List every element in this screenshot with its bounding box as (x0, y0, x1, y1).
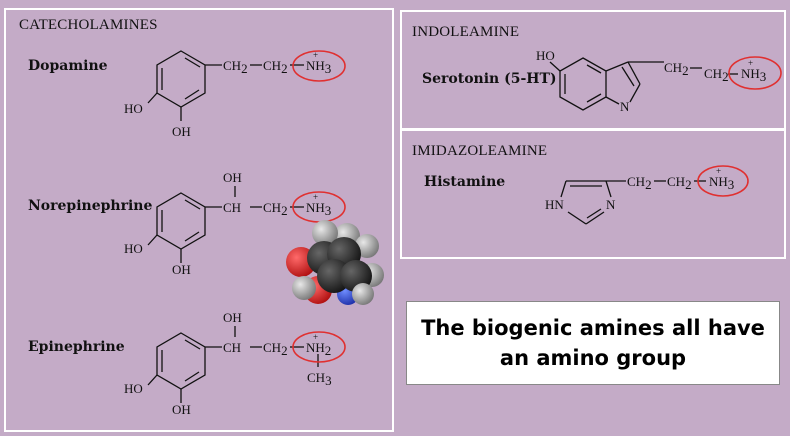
dopamine-label: Dopamine (28, 58, 108, 74)
catecholamines-header: CATECHOLAMINES (19, 17, 158, 33)
ch2-group: CH2 (667, 174, 692, 192)
norepinephrine-label: Norepinephrine (28, 198, 153, 214)
amine-circle (292, 331, 346, 363)
imidazoleamine-header: IMIDAZOLEAMINE (412, 143, 548, 159)
ch-group: CH (223, 200, 241, 215)
amine-group: NH3 (306, 200, 331, 218)
methyl-group: CH3 (307, 370, 332, 388)
hydroxyl-label: OH (172, 402, 191, 417)
charge-plus: + (313, 50, 318, 60)
callout-line-2: an amino group (499, 346, 687, 370)
hydroxyl-label: HO (536, 48, 555, 63)
catecholamines-panel (4, 8, 394, 432)
amine-group: NH3 (741, 66, 766, 84)
hydroxyl-label: OH (172, 124, 191, 139)
serotonin-label: Serotonin (5-HT) (422, 71, 557, 87)
callout-line-1: The biogenic amines all have (421, 316, 765, 340)
indoleamine-header: INDOLEAMINE (412, 24, 520, 40)
ch-group: CH (223, 340, 241, 355)
hydroxyl-label: OH (223, 170, 242, 185)
hydroxyl-label: OH (223, 310, 242, 325)
ch2-group: CH2 (704, 66, 729, 84)
ring-nitrogen: N (606, 197, 616, 212)
epinephrine-label: Epinephrine (28, 339, 125, 355)
amine-group: NH2 (306, 340, 331, 358)
charge-plus: + (313, 332, 318, 342)
summary-callout: The biogenic amines all have an amino gr… (406, 301, 780, 385)
hydroxyl-label: OH (172, 262, 191, 277)
ch2-group: CH2 (627, 174, 652, 192)
hydroxyl-label: HO (124, 101, 143, 116)
ring-nitrogen: N (620, 99, 630, 114)
ch2-group: CH2 (664, 60, 689, 78)
amine-circle (697, 165, 749, 197)
ring-nitrogen-h: HN (545, 197, 564, 212)
charge-plus: + (748, 58, 753, 68)
charge-plus: + (313, 192, 318, 202)
ch2-group: CH2 (263, 340, 288, 358)
histamine-label: Histamine (424, 174, 506, 190)
amine-group: NH3 (709, 174, 734, 192)
charge-plus: + (716, 166, 721, 176)
imidazoleamine-panel (400, 129, 786, 259)
amine-circle (728, 56, 782, 90)
hydroxyl-label: HO (124, 381, 143, 396)
ch2-group: CH2 (263, 200, 288, 218)
ch2-group: CH2 (263, 58, 288, 76)
ch2-group: CH2 (223, 58, 248, 76)
amine-circle (292, 50, 346, 82)
hydroxyl-label: HO (124, 241, 143, 256)
amine-group: NH3 (306, 58, 331, 76)
